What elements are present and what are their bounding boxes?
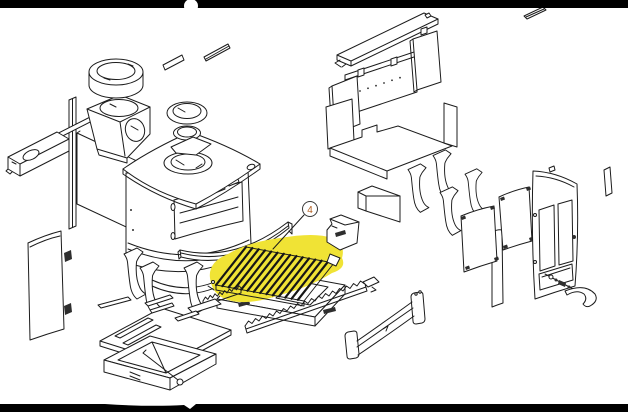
inner-base-front xyxy=(357,185,401,223)
page-edge-bottom xyxy=(0,404,628,412)
front-fender xyxy=(344,290,426,360)
firebox-floor xyxy=(325,98,458,180)
trim-strip xyxy=(68,96,77,230)
blanking-lid xyxy=(166,101,212,156)
baffle-plate xyxy=(334,6,547,68)
left-side-panel xyxy=(27,230,72,341)
page-edge-top xyxy=(0,0,628,13)
operating-tool xyxy=(142,349,184,386)
door-frame xyxy=(531,165,579,300)
top-infill-plates xyxy=(162,43,231,71)
flue-outlet-box xyxy=(86,94,151,164)
air-control-box xyxy=(5,131,70,177)
riddling-grate xyxy=(207,245,341,307)
glass-panels xyxy=(460,186,534,308)
callout-4: 4 xyxy=(272,201,318,250)
side-strip xyxy=(603,166,613,197)
page-notch-top xyxy=(184,0,198,13)
callout-circle xyxy=(302,201,318,217)
flue-collar xyxy=(88,58,144,99)
page-notch-bottom xyxy=(105,404,196,409)
door-handle xyxy=(564,287,597,308)
airwash-plate xyxy=(326,214,360,251)
ash-pan xyxy=(103,335,217,391)
callout-leader-line xyxy=(272,214,305,250)
top-plate xyxy=(122,131,261,210)
callout-number: 4 xyxy=(307,205,313,216)
latch-fittings xyxy=(544,273,576,291)
loose-strips xyxy=(97,294,222,322)
